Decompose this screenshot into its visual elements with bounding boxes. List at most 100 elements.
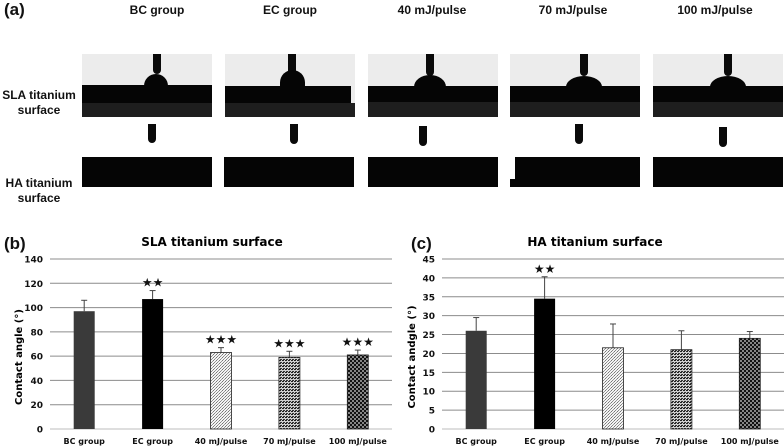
photo-ha-ec <box>224 124 354 187</box>
chart-sla: SLA titanium surface Contact angle (°) 0… <box>14 235 392 446</box>
substrate-lower <box>82 103 212 117</box>
substrate <box>224 157 354 187</box>
photo-ha-40 <box>368 124 498 187</box>
y-tick-label: 0 <box>429 426 435 436</box>
y-tick-label: 25 <box>422 331 435 341</box>
needle-icon <box>288 54 296 76</box>
photo-ha-100 <box>653 124 783 187</box>
substrate-lower <box>368 102 498 117</box>
photo-ha-70 <box>510 124 640 187</box>
x-tick-label: 100 mJ/pulse <box>721 437 780 446</box>
x-tick-label: EC group <box>132 437 173 446</box>
significance-marker: ★★ <box>534 262 556 276</box>
needle-icon <box>290 124 298 144</box>
chart-ha: HA titanium surface Contact andgle (°) 0… <box>407 235 784 446</box>
x-tick-label: BC group <box>456 437 498 446</box>
chart-title: HA titanium surface <box>527 235 662 249</box>
photo-sla-100 <box>653 54 783 117</box>
x-tick-label: 40 mJ/pulse <box>195 437 248 446</box>
column-title-40: 40 mJ/pulse <box>397 3 467 17</box>
y-tick-label: 80 <box>30 328 43 338</box>
panel-b-label: (b) <box>4 234 26 253</box>
needle-icon <box>148 124 156 143</box>
droplet-icon <box>144 74 168 88</box>
x-tick-label: EC group <box>524 437 565 446</box>
substrate <box>82 157 212 187</box>
droplet-icon <box>710 76 746 87</box>
needle-icon <box>719 127 727 147</box>
x-axis-labels: BC group EC group 40 mJ/pulse 70 mJ/pulse 10… <box>64 437 388 446</box>
substrate <box>515 157 640 187</box>
gridlines: 0 5 10 15 20 25 30 35 40 45 <box>422 256 784 436</box>
needle-icon <box>724 54 732 76</box>
y-axis-label: Contact andgle (°) <box>407 305 418 408</box>
x-tick-label: 100 mJ/pulse <box>329 437 388 446</box>
y-tick-label: 30 <box>422 312 435 322</box>
photo-ha-bc <box>82 124 212 187</box>
bar-40-mj-pulse <box>602 347 624 430</box>
chart-title: SLA titanium surface <box>141 235 283 249</box>
y-tick-label: 40 <box>30 377 43 387</box>
row-label-sla-line2: surface <box>17 103 61 117</box>
row-label-ha-line2: surface <box>17 191 61 205</box>
bar-70-mj-pulse <box>278 356 301 430</box>
substrate-lower <box>653 102 783 117</box>
substrate-lower <box>225 103 355 117</box>
bar-ec-group <box>534 298 556 429</box>
photo-sla-40 <box>368 54 498 117</box>
bar-40-mj-pulse <box>210 352 232 430</box>
significance-marker: ★★★ <box>205 333 237 347</box>
column-title-ec: EC group <box>263 3 317 17</box>
x-tick-label: 70 mJ/pulse <box>263 437 316 446</box>
bars: ★★★★★★★★★★★ <box>73 276 374 430</box>
y-tick-label: 60 <box>30 353 43 363</box>
column-title-100: 100 mJ/pulse <box>677 3 753 17</box>
y-axis-label: Contact angle (°) <box>14 309 25 405</box>
row-label-sla-line1: SLA titanium <box>2 88 76 102</box>
needle-icon <box>580 54 588 76</box>
bar-100-mj-pulse <box>346 354 369 430</box>
y-tick-label: 20 <box>30 401 43 411</box>
significance-marker: ★★★ <box>342 335 374 349</box>
photo-sla-bc <box>82 54 212 117</box>
panel-a-label: (a) <box>4 0 25 19</box>
y-tick-label: 40 <box>422 274 435 284</box>
substrate-lower <box>510 102 640 117</box>
y-tick-label: 20 <box>422 350 435 360</box>
row-label-ha-line1: HA titanium <box>5 176 73 190</box>
significance-marker: ★★ <box>142 276 164 290</box>
bars: ★★ <box>465 262 761 430</box>
y-tick-label: 140 <box>24 256 43 266</box>
needle-icon <box>426 54 434 76</box>
needle-icon <box>153 54 161 74</box>
y-tick-label: 15 <box>422 369 435 379</box>
droplet-icon <box>414 75 446 87</box>
substrate <box>653 157 783 187</box>
y-tick-label: 100 <box>24 304 43 314</box>
y-tick-label: 5 <box>429 407 435 417</box>
bar-bc-group <box>73 311 95 429</box>
bar-bc-group <box>465 330 487 429</box>
column-title-70: 70 mJ/pulse <box>538 3 608 17</box>
y-tick-label: 35 <box>422 293 435 303</box>
bar-100-mj-pulse <box>738 337 761 430</box>
y-tick-label: 45 <box>422 256 435 266</box>
column-title-bc: BC group <box>129 3 185 17</box>
x-tick-label: BC group <box>64 437 106 446</box>
bar-70-mj-pulse <box>670 349 693 430</box>
needle-icon <box>575 124 583 144</box>
substrate <box>368 157 498 187</box>
significance-marker: ★★★ <box>273 336 305 350</box>
x-tick-label: 70 mJ/pulse <box>655 437 708 446</box>
panel-c-label: (c) <box>411 234 432 253</box>
substrate-edge <box>510 179 516 187</box>
x-axis-labels: BC group EC group 40 mJ/pulse 70 mJ/pulse 10… <box>456 437 780 446</box>
y-tick-label: 10 <box>422 388 435 398</box>
x-tick-label: 40 mJ/pulse <box>587 437 640 446</box>
row-label-ha: HA titanium surface <box>0 176 78 206</box>
photo-sla-70 <box>510 54 640 117</box>
bar-ec-group <box>142 299 164 429</box>
y-tick-label: 120 <box>24 280 43 290</box>
y-tick-label: 0 <box>37 426 43 436</box>
needle-icon <box>419 126 427 146</box>
